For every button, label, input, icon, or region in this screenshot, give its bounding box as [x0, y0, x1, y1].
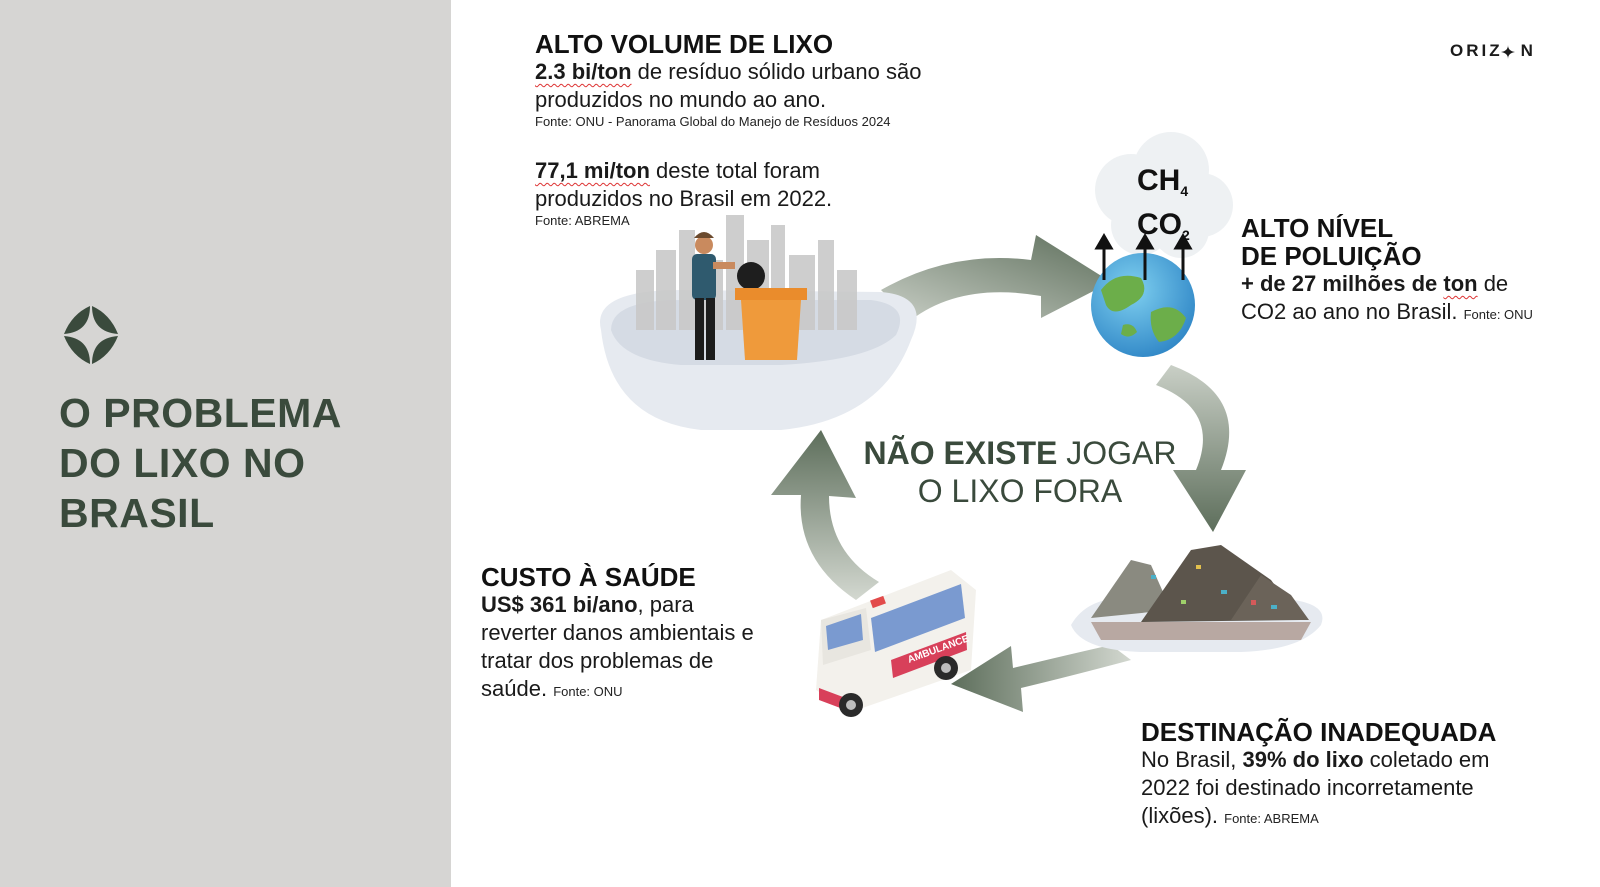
destination-line: (lixões). Fonte: ABREMA — [1141, 803, 1319, 828]
health-cost-line: US$ 361 bi/ano, para — [481, 592, 694, 617]
waste-volume-source: Fonte: ONU - Panorama Global do Manejo d… — [535, 114, 891, 129]
health-cost-line: tratar dos problemas de — [481, 648, 714, 673]
co2-label: CO2 — [1137, 208, 1190, 243]
health-cost-line: reverter danos ambientais e — [481, 620, 754, 645]
brand-star-icon — [1501, 45, 1515, 59]
destination-block: DESTINAÇÃO INADEQUADA No Brasil, 39% do … — [1141, 718, 1591, 833]
page-title-line: O PROBLEMA — [59, 390, 342, 436]
waste-volume-line: 77,1 mi/ton deste total foram — [535, 158, 820, 183]
ambulance-illustration: AMBULANCE — [816, 570, 976, 717]
destination-line: No Brasil, 39% do lixo coletado em — [1141, 747, 1490, 772]
pollution-heading: ALTO NÍVEL — [1241, 213, 1394, 243]
health-cost-block: CUSTO À SAÚDE US$ 361 bi/ano, para rever… — [481, 563, 821, 706]
cycle-arrow-left — [771, 430, 879, 600]
center-message-line: NÃO EXISTE JOGAR — [863, 435, 1177, 471]
waste-volume-line: produzidos no Brasil em 2022. — [535, 186, 833, 211]
page-title-line: BRASIL — [59, 490, 215, 536]
health-cost-line: saúde. Fonte: ONU — [481, 676, 623, 701]
waste-volume-line: 2.3 bi/ton de resíduo sólido urbano são — [535, 59, 922, 84]
brand-logo: ORIZ N — [1450, 41, 1536, 61]
center-message: NÃO EXISTE JOGAR O LIXO FORA — [850, 434, 1190, 510]
destination-line: 2022 foi destinado incorretamente — [1141, 775, 1474, 800]
brand-name-suffix: N — [1520, 41, 1536, 60]
destination-heading: DESTINAÇÃO INADEQUADA — [1141, 717, 1497, 747]
earth-emissions-illustration — [1091, 132, 1233, 357]
gas-labels: CH4 CO2 — [1137, 164, 1190, 252]
cycle-arrow-top — [881, 235, 1111, 320]
city-waste-illustration — [600, 215, 917, 430]
page-title: O PROBLEMA DO LIXO NO BRASIL — [59, 388, 342, 538]
sidebar — [0, 0, 451, 887]
pollution-line: + de 27 milhões de ton de — [1241, 271, 1509, 296]
cycle-arrow-bottom — [951, 645, 1131, 712]
waste-volume-source: Fonte: ABREMA — [535, 213, 630, 228]
cycle-arrow-right — [1156, 365, 1246, 532]
waste-volume-line: produzidos no mundo ao ano. — [535, 87, 827, 112]
pollution-line: CO2 ao ano no Brasil. Fonte: ONU — [1241, 299, 1533, 324]
health-cost-heading: CUSTO À SAÚDE — [481, 562, 696, 592]
page-title-line: DO LIXO NO — [59, 440, 306, 486]
pollution-heading: DE POLUIÇÃO — [1241, 241, 1422, 271]
waste-cycle-diagram: AMBULANCE — [600, 132, 1323, 717]
center-message-line: O LIXO FORA — [917, 473, 1123, 509]
brand-name-prefix: ORIZ — [1450, 41, 1503, 60]
waste-volume-block: ALTO VOLUME DE LIXO 2.3 bi/ton de resídu… — [535, 30, 1005, 228]
pollution-block: ALTO NÍVEL DE POLUIÇÃO + de 27 milhões d… — [1241, 214, 1581, 329]
ch4-label: CH4 — [1137, 164, 1189, 199]
orizon-star-icon — [64, 306, 118, 364]
landfill-illustration — [1071, 545, 1323, 652]
waste-volume-heading: ALTO VOLUME DE LIXO — [535, 29, 834, 59]
